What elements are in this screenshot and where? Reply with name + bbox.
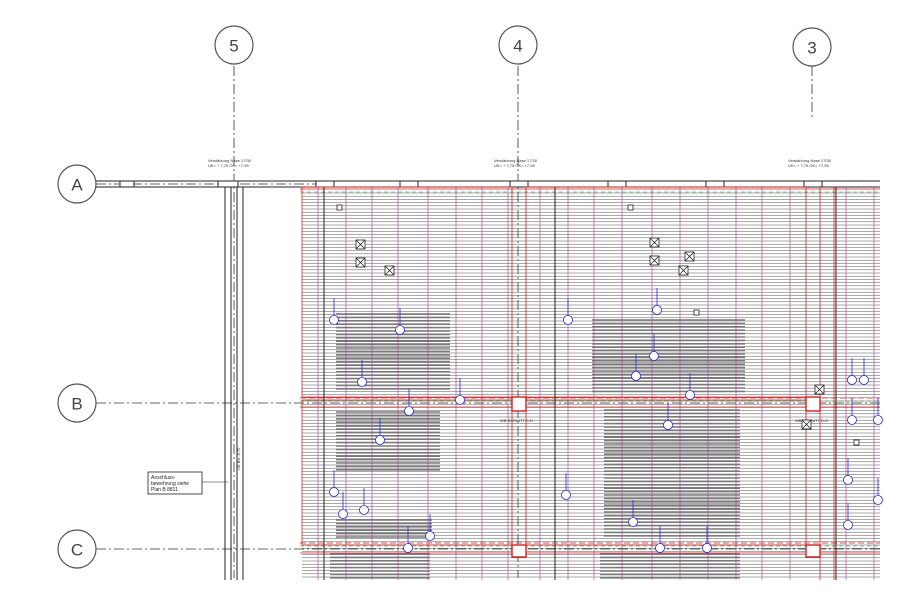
rebar-circle [847,375,857,385]
axis-label-A: A [71,176,83,195]
beam-pad [803,180,823,188]
column-head-notes: Verstärkung Nase 17/30 UK= + 7,75 OK= +7… [208,158,832,168]
rebar-circle [649,351,659,361]
rebar-circle [404,406,414,416]
top-edge-beam [96,180,880,193]
wall-axis-5 [224,187,244,580]
beam-pad [315,180,335,188]
column-note-3-line2: UK= + 7,75 OK= +7,95 [788,163,829,168]
rebar-circle [329,315,339,325]
beam-pad [217,180,239,188]
grid-axis-lines [96,66,880,578]
rebar-circle [338,509,348,519]
rebar-circle [395,325,405,335]
structure-dark-lines [323,187,837,580]
beam-pad [705,180,725,188]
small-mark [853,439,860,446]
opening-cross [355,257,366,268]
rebar-circle [329,487,339,497]
rebar-circle [859,375,869,385]
opening-cross [678,265,689,276]
rebar-circle [655,543,665,553]
column-note-5-line2: UK= + 7,75 OK= +7,95 [208,163,249,168]
wall-level-label: UK Bw -6,79 [236,447,241,470]
small-mark [693,309,700,316]
axis-bubble-B: B [57,383,97,423]
opening-cross [814,384,825,395]
reinforcement-note-box: Anschluss- bewehrung siehe Plan B 8811 [147,471,228,495]
axis-label-3: 3 [807,39,816,58]
rebar-circle [873,415,883,425]
rebar-circle [628,517,638,527]
note-line-2: bewehrung siehe [151,481,189,487]
note-line-3: Plan B 8811 [151,487,178,493]
rebar-circle [425,531,435,541]
beam-pads [119,180,823,188]
column-note-3-line1: Verstärkung Nase 17/30 [788,158,832,163]
beam-pad [119,180,135,188]
axis-bubble-4: 4 [498,25,538,65]
axis-label-B: B [71,395,82,414]
beam-pad [399,180,419,188]
rebar-circle [663,420,673,430]
rebar-circle [357,377,367,387]
beam-pad [607,180,627,188]
axis-bubble-A: A [57,164,97,204]
rebar-circle [843,475,853,485]
rebar-circle [561,490,571,500]
opening-cross [684,251,695,262]
rebar-circle [403,543,413,553]
opening-cross [801,419,812,430]
small-mark [336,204,343,211]
axis-label-5: 5 [229,37,238,56]
opening-cross [649,237,660,248]
axis-bubble-3: 3 [792,27,832,67]
column-note-4-line1: Verstärkung Nase 17/30 [494,158,538,163]
column-pads [511,396,821,558]
rebar-circle [455,395,465,405]
column-note-5-line1: Verstärkung Nase 17/30 [208,158,252,163]
small-mark [627,204,634,211]
rebar-circle [685,390,695,400]
opening-cross [384,265,395,276]
opening-cross [355,239,366,250]
rebar-position-markers [329,288,883,553]
section-mark-1: WB SCHNITT D-D [500,418,533,423]
rebar-circle [375,435,385,445]
rebar-circle [359,505,369,515]
grey-reinforcement-zones [330,313,745,579]
note-line-1: Anschluss- [151,475,176,481]
rebar-circle [702,543,712,553]
slab-reinforcement-hatch [302,192,880,578]
opening-marks [336,204,860,446]
rebar-circle [652,305,662,315]
rebar-circle [873,495,883,505]
axis-bubble-C: C [57,529,97,569]
green-lines [300,400,880,547]
rebar-circle [563,315,573,325]
axis-label-C: C [71,541,83,560]
column-note-4-line2: UK= + 7,75 OK= +7,95 [494,163,535,168]
section-mark-2: WB SCHNITT D-D [795,418,828,423]
beam-pad [509,180,529,188]
magenta-strip-lines [317,187,875,580]
red-field-outlines [300,186,880,580]
axis-bubble-5: 5 [214,25,254,65]
axis-label-4: 4 [513,37,522,56]
rebar-circle [843,520,853,530]
opening-cross [649,255,660,266]
rebar-circle [631,371,641,381]
rebar-circle [847,415,857,425]
